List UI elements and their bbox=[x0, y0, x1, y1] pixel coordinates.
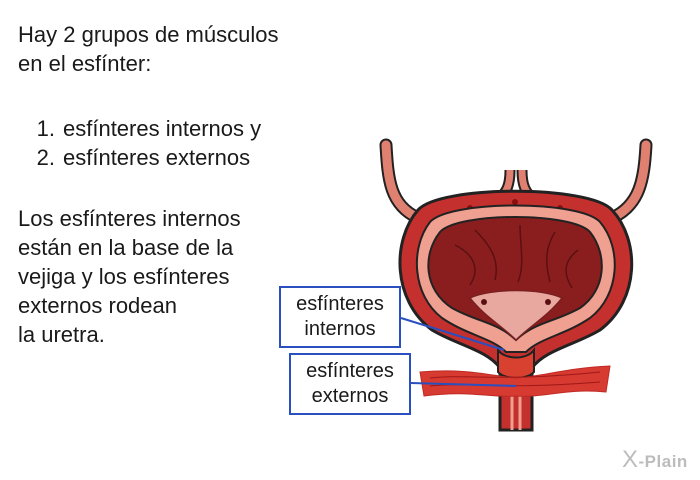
list-item-text: esfínteres internos y bbox=[63, 116, 262, 141]
external-label-leader bbox=[410, 382, 517, 387]
intro-line-1: Hay 2 grupos de músculos bbox=[18, 22, 279, 47]
bladder-cavity bbox=[427, 216, 603, 342]
trigone bbox=[468, 289, 564, 342]
rugae-lines bbox=[454, 224, 579, 289]
explanation-paragraph: Los esfínteres internos están en la base… bbox=[18, 204, 298, 349]
right-ureter-fill bbox=[607, 140, 651, 223]
external-sphincter-label: esfínteres externos bbox=[289, 353, 411, 415]
list-item: 2. esfínteres externos bbox=[18, 143, 261, 172]
internal-sphincter-label: esfínteres internos bbox=[279, 286, 401, 348]
list-item-text: esfínteres externos bbox=[63, 145, 251, 170]
paragraph-line: vejiga y los esfínteres bbox=[18, 264, 230, 289]
intro-line-2: en el esfínter: bbox=[18, 51, 152, 76]
label-line: internos bbox=[304, 318, 376, 340]
paragraph-line: están en la base de la bbox=[18, 235, 234, 260]
paragraph-line: externos rodean bbox=[18, 293, 177, 318]
external-sphincter bbox=[419, 365, 611, 397]
list-item-number: 1. bbox=[36, 116, 55, 141]
list-item: 1. esfínteres internos y bbox=[18, 114, 261, 143]
label-line: externos bbox=[311, 385, 389, 407]
left-ureteral-orifice bbox=[481, 299, 487, 305]
intro-text: Hay 2 grupos de músculos en el esfínter: bbox=[18, 20, 348, 78]
x-plain-logo: X-Plain bbox=[622, 446, 688, 473]
label-line: esfínteres bbox=[306, 360, 394, 382]
left-ureter-fill bbox=[381, 140, 423, 223]
bladder-illustration bbox=[379, 138, 653, 432]
internal-sphincter bbox=[497, 346, 535, 379]
paragraph-line: la uretra. bbox=[18, 322, 105, 347]
list-item-number: 2. bbox=[36, 145, 55, 170]
right-ureteral-orifice bbox=[545, 299, 551, 305]
muscle-group-list: 1. esfínteres internos y 2. esfínteres e… bbox=[18, 114, 261, 172]
paragraph-line: Los esfínteres internos bbox=[18, 206, 241, 231]
internal-label-leader bbox=[400, 317, 505, 351]
label-line: esfínteres bbox=[296, 293, 384, 315]
